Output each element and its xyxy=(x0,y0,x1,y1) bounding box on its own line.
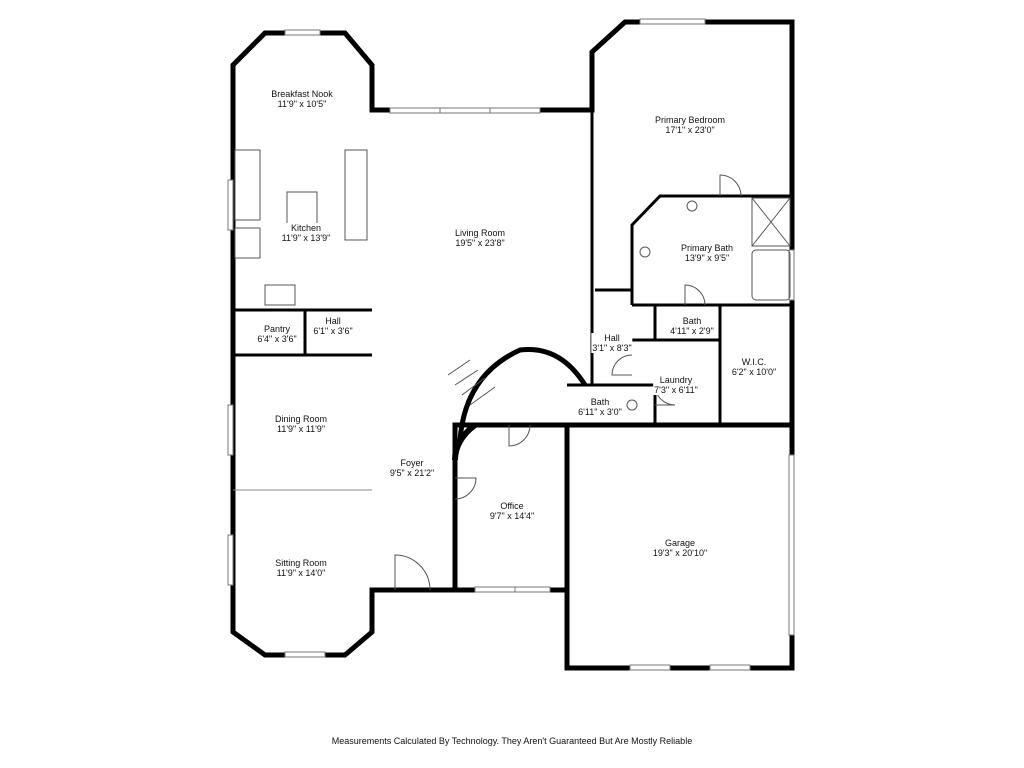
interior-walls xyxy=(233,110,792,425)
room-dimensions: 6'11" x 3'0" xyxy=(578,407,622,417)
room-name: Hall xyxy=(604,333,620,343)
room-dimensions: 19'5" x 23'8" xyxy=(455,238,505,248)
room-dimensions: 6'2" x 10'0" xyxy=(731,367,777,377)
room-label-primary-bedroom: Primary Bedroom 17'1" x 23'0" xyxy=(653,115,727,135)
room-dimensions: 19'3" x 20'10" xyxy=(652,548,708,558)
room-name: Bath xyxy=(682,316,702,326)
room-name: Bath xyxy=(590,397,610,407)
room-name: Kitchen xyxy=(290,223,322,233)
room-label-wic: W.I.C. 6'2" x 10'0" xyxy=(730,357,778,377)
room-dimensions: 9'5" x 21'2" xyxy=(389,468,435,478)
room-label-laundry: Laundry 7'3" x 6'11" xyxy=(653,375,699,395)
room-label-sitting-room: Sitting Room 11'9" x 14'0" xyxy=(274,558,328,578)
room-name: Pantry xyxy=(263,324,291,334)
room-label-hall-kitchen: Hall 6'1" x 3'6" xyxy=(312,316,354,336)
doors xyxy=(394,174,742,591)
room-name: Primary Bedroom xyxy=(654,115,726,125)
room-label-dining-room: Dining Room 11'9" x 11'9" xyxy=(273,414,329,434)
disclaimer-text: Measurements Calculated By Technology. T… xyxy=(331,736,693,746)
room-dimensions: 17'1" x 23'0" xyxy=(665,125,715,135)
room-dimensions: 4'11" x 2'9" xyxy=(670,326,714,336)
room-name: Garage xyxy=(664,538,696,548)
room-dimensions: 6'1" x 3'6" xyxy=(313,326,353,336)
room-label-bath-upper: Bath 4'11" x 2'9" xyxy=(669,316,715,336)
room-dimensions: 13'9" x 9'5" xyxy=(684,253,730,263)
room-name: W.I.C. xyxy=(741,357,767,367)
room-name: Primary Bath xyxy=(680,243,734,253)
windows xyxy=(227,18,795,671)
room-label-hall-center: Hall 3'1" x 8'3" xyxy=(591,333,633,353)
room-dimensions: 11'9" x 13'9" xyxy=(281,233,331,243)
room-label-kitchen: Kitchen 11'9" x 13'9" xyxy=(280,223,332,243)
room-label-bath-lower: Bath 6'11" x 3'0" xyxy=(577,397,623,417)
room-label-garage: Garage 19'3" x 20'10" xyxy=(651,538,709,558)
room-dimensions: 6'4" x 3'6" xyxy=(257,334,297,344)
room-name: Living Room xyxy=(454,228,506,238)
staircase xyxy=(447,346,588,461)
room-name: Breakfast Nook xyxy=(271,89,333,99)
room-name: Laundry xyxy=(659,375,693,385)
room-name: Sitting Room xyxy=(275,558,327,568)
room-dimensions: 11'9" x 10'5" xyxy=(277,99,327,109)
room-name: Office xyxy=(500,501,524,511)
room-name: Hall xyxy=(325,316,341,326)
bath-fixtures xyxy=(599,197,791,416)
room-label-office: Office 9'7" x 14'4" xyxy=(488,501,536,521)
room-label-living-room: Living Room 19'5" x 23'8" xyxy=(453,228,507,248)
room-dimensions: 3'1" x 8'3" xyxy=(592,343,632,353)
room-dimensions: 9'7" x 14'4" xyxy=(489,511,535,521)
room-name: Dining Room xyxy=(274,414,328,424)
room-label-primary-bath: Primary Bath 13'9" x 9'5" xyxy=(679,243,735,263)
room-label-pantry: Pantry 6'4" x 3'6" xyxy=(256,324,298,344)
room-name: Foyer xyxy=(400,458,424,468)
room-label-foyer: Foyer 9'5" x 21'2" xyxy=(388,458,436,478)
room-dimensions: 7'3" x 6'11" xyxy=(654,385,698,395)
room-label-breakfast-nook: Breakfast Nook 11'9" x 10'5" xyxy=(270,89,334,109)
kitchen-fixtures xyxy=(234,149,368,306)
room-dimensions: 11'9" x 11'9" xyxy=(276,424,326,434)
room-dimensions: 11'9" x 14'0" xyxy=(276,568,326,578)
